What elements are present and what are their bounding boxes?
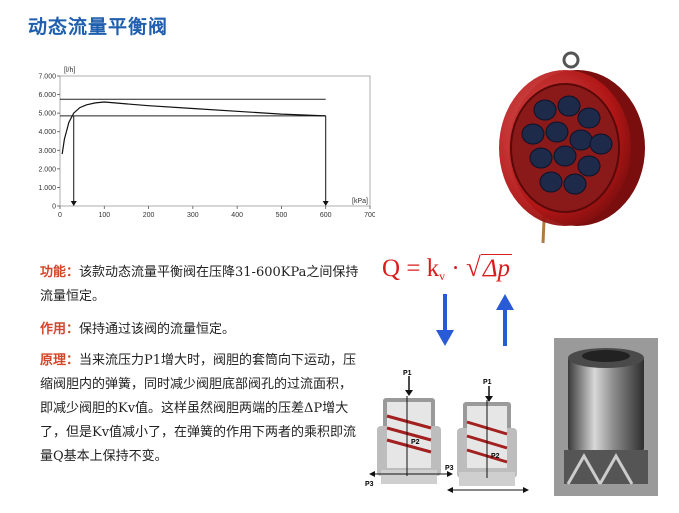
cartridge-shape <box>589 133 613 155</box>
cartridge-photo <box>554 338 658 496</box>
formula-dot: · <box>451 255 460 282</box>
function-text: 该款动态流量平衡阀在压降31-600KPa之间保持流量恒定。 <box>40 265 359 304</box>
y-tick-label: 1.000 <box>38 185 56 192</box>
arrow-up-icon <box>496 294 514 346</box>
direction-arrows <box>436 294 514 346</box>
purpose-text: 保持通过该阀的流量恒定。 <box>79 322 236 337</box>
x-tick-label: 0 <box>58 212 62 219</box>
x-tick-label: 100 <box>98 212 110 219</box>
x-axis-label: [kPa] <box>352 198 368 205</box>
cartridge-shape <box>577 155 601 177</box>
cartridge-shape <box>545 121 569 143</box>
cartridge-shape <box>557 95 581 117</box>
cartridge-shape <box>521 123 545 145</box>
cartridge-section-compressed <box>377 376 441 484</box>
y-tick-label: 3.000 <box>38 148 56 155</box>
marker-arrow <box>322 201 329 206</box>
x-tick-label: 400 <box>231 212 243 219</box>
x-tick-label: 300 <box>187 212 199 219</box>
cartridge-shape <box>529 147 553 169</box>
sqrt-icon: √ <box>466 252 481 282</box>
y-tick-label: 7.000 <box>38 74 56 81</box>
cartridge-shape <box>553 145 577 167</box>
valve-section-diagrams: P1 P1 P2 P2 P3 P3 <box>365 370 529 493</box>
label-p3-right: P3 <box>365 481 374 488</box>
purpose-label: 作用： <box>40 322 80 337</box>
page-title: 动态流量平衡阀 <box>28 16 169 38</box>
x-tick-label: 600 <box>320 212 332 219</box>
flow-pressure-chart: 0 1.000 2.000 3.000 4.000 5.000 6.000 7.000 0 100… <box>30 58 375 228</box>
cartridge-shape <box>563 173 587 195</box>
label-p3-left: P3 <box>445 465 454 472</box>
arrow-down-icon <box>436 294 454 346</box>
y-tick-label: 0 <box>52 204 56 211</box>
formula-dp: Δp <box>480 254 513 282</box>
formula-q: Q <box>382 255 401 282</box>
y-tick-label: 2.000 <box>38 166 56 173</box>
cartridge-section-extended <box>457 386 517 486</box>
label-p1-left: P1 <box>403 370 412 377</box>
flow-formula: Q = kv · √Δp <box>382 252 513 284</box>
formula-k: k <box>426 255 440 282</box>
y-tick-label: 6.000 <box>38 92 56 99</box>
marker-arrow <box>70 201 77 206</box>
label-p2-left: P2 <box>411 439 420 446</box>
cartridge-shape <box>533 99 557 121</box>
x-tick-label: 500 <box>276 212 288 219</box>
cartridge-shape <box>569 129 593 151</box>
label-p2-right: P2 <box>491 453 500 460</box>
purpose-paragraph: 作用：保持通过该阀的流量恒定。 <box>40 318 360 342</box>
x-tick-label: 700 <box>364 212 375 219</box>
x-tick-label: 200 <box>143 212 155 219</box>
function-paragraph: 功能：该款动态流量平衡阀在压降31-600KPa之间保持流量恒定。 <box>40 261 360 309</box>
function-label: 功能： <box>40 265 80 280</box>
y-tick-label: 4.000 <box>38 129 56 136</box>
principle-paragraph: 原理：当来流压力P1增大时，阀胆的套筒向下运动，压缩阀胆内的弹簧，同时减少阀胆底… <box>40 349 360 469</box>
series-line <box>61 101 326 155</box>
y-axis-label: [l/h] <box>64 67 75 74</box>
formula-sub: v <box>439 269 446 283</box>
formula-equals: = <box>406 255 421 282</box>
label-p1-right: P1 <box>483 379 492 386</box>
principle-text: 当来流压力P1增大时，阀胆的套筒向下运动，压缩阀胆内的弹簧，同时减少阀胆底部阀孔… <box>40 353 357 464</box>
cartridge-shape <box>539 171 563 193</box>
valve-3d-image <box>499 51 645 244</box>
y-tick-label: 5.000 <box>38 111 56 118</box>
plot-area <box>59 75 371 207</box>
principle-label: 原理： <box>40 353 80 368</box>
cartridge-shape <box>577 107 601 129</box>
